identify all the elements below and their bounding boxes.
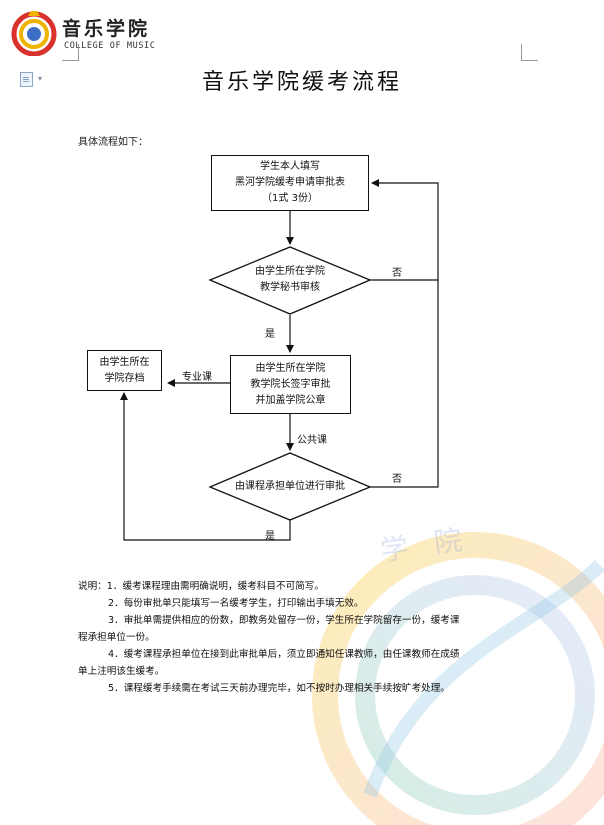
notes-prefix: 说明： <box>78 581 107 592</box>
arrow-step4-no-return <box>370 280 439 488</box>
label-yes-1: 是 <box>265 329 275 340</box>
note-item-1: 说明：1．缓考课程理由需明确说明，缓考科目不可简写。 <box>78 581 324 592</box>
flow-archive-line1: 由学生所在 <box>99 356 150 368</box>
document-icon[interactable] <box>20 72 33 87</box>
flow-step1-line2: 黑河学院缓考申请审批表 <box>235 177 345 188</box>
flow-step2-text: 由学生所在学院 教学秘书审核 <box>230 264 350 296</box>
label-yes-2: 是 <box>265 531 275 542</box>
flow-step2-line2: 教学秘书审核 <box>260 282 320 293</box>
flow-step3-line2: 教学院长签字审批 <box>250 378 331 390</box>
college-logo-icon <box>11 11 57 56</box>
flow-step3-box: 由学生所在学院 教学院长签字审批 并加盖学院公章 <box>230 355 351 414</box>
flow-step4-text: 由课程承担单位进行审批 <box>235 481 345 492</box>
diamond-step4-shape <box>208 452 372 521</box>
logo-english-name: COLLEGE OF MUSIC <box>64 41 156 51</box>
label-major-course: 专业课 <box>182 372 212 383</box>
page-title: 音乐学院缓考流程 <box>201 70 402 95</box>
chevron-down-icon[interactable]: ▾ <box>38 74 43 83</box>
note-item-2: 2．每份审批单只能填写一名缓考学生，打印输出手填无效。 <box>108 598 364 609</box>
note-item-3-cont: 程承担单位一份。 <box>78 632 155 643</box>
label-public-course: 公共课 <box>297 435 327 446</box>
logo-chinese-name: 音乐学院 <box>62 18 151 40</box>
arrow-step4-yes-to-archive <box>120 392 291 541</box>
note-item-5: 5．课程缓考手续需在考试三天前办理完毕，如不按时办理相关手续按旷考处理。 <box>108 683 450 694</box>
note-item-3: 3．审批单需提供相应的份数，即教务处留存一份，学生所在学院留存一份，缓考课 <box>108 615 460 626</box>
diamond-step2-shape <box>208 246 372 315</box>
notes-block: 说明：1．缓考课程理由需明确说明，缓考科目不可简写。 <box>78 578 324 595</box>
flow-archive-line2: 学院存档 <box>104 372 145 384</box>
flow-step3-line1: 由学生所在学院 <box>255 362 326 374</box>
arrow-step2-no-return <box>370 179 439 281</box>
flow-step1-box: 学生本人填写 黑河学院缓考申请审批表 （1式 3份） <box>211 155 369 211</box>
label-no-1: 否 <box>392 268 402 279</box>
flow-step3-line3: 并加盖学院公章 <box>255 394 326 406</box>
intro-text: 具体流程如下： <box>78 137 148 148</box>
note-item-4: 4．缓考课程承担单位在接到此审批单后，须立即通知任课教师，由任课教师在成绩 <box>108 649 460 660</box>
flowchart-connectors <box>120 179 439 541</box>
flow-step1-line1: 学生本人填写 <box>260 161 320 172</box>
flow-archive-box: 由学生所在 学院存档 <box>87 350 162 391</box>
page-corner-mark-right <box>521 44 538 61</box>
page-corner-mark-left <box>62 44 79 61</box>
flow-step2-line1: 由学生所在学院 <box>255 266 325 277</box>
flow-step1-line3: （1式 3份） <box>262 193 318 204</box>
note-item-4-cont: 单上注明该生缓考。 <box>78 666 165 677</box>
watermark-logo <box>312 532 604 825</box>
label-no-2: 否 <box>392 474 402 485</box>
